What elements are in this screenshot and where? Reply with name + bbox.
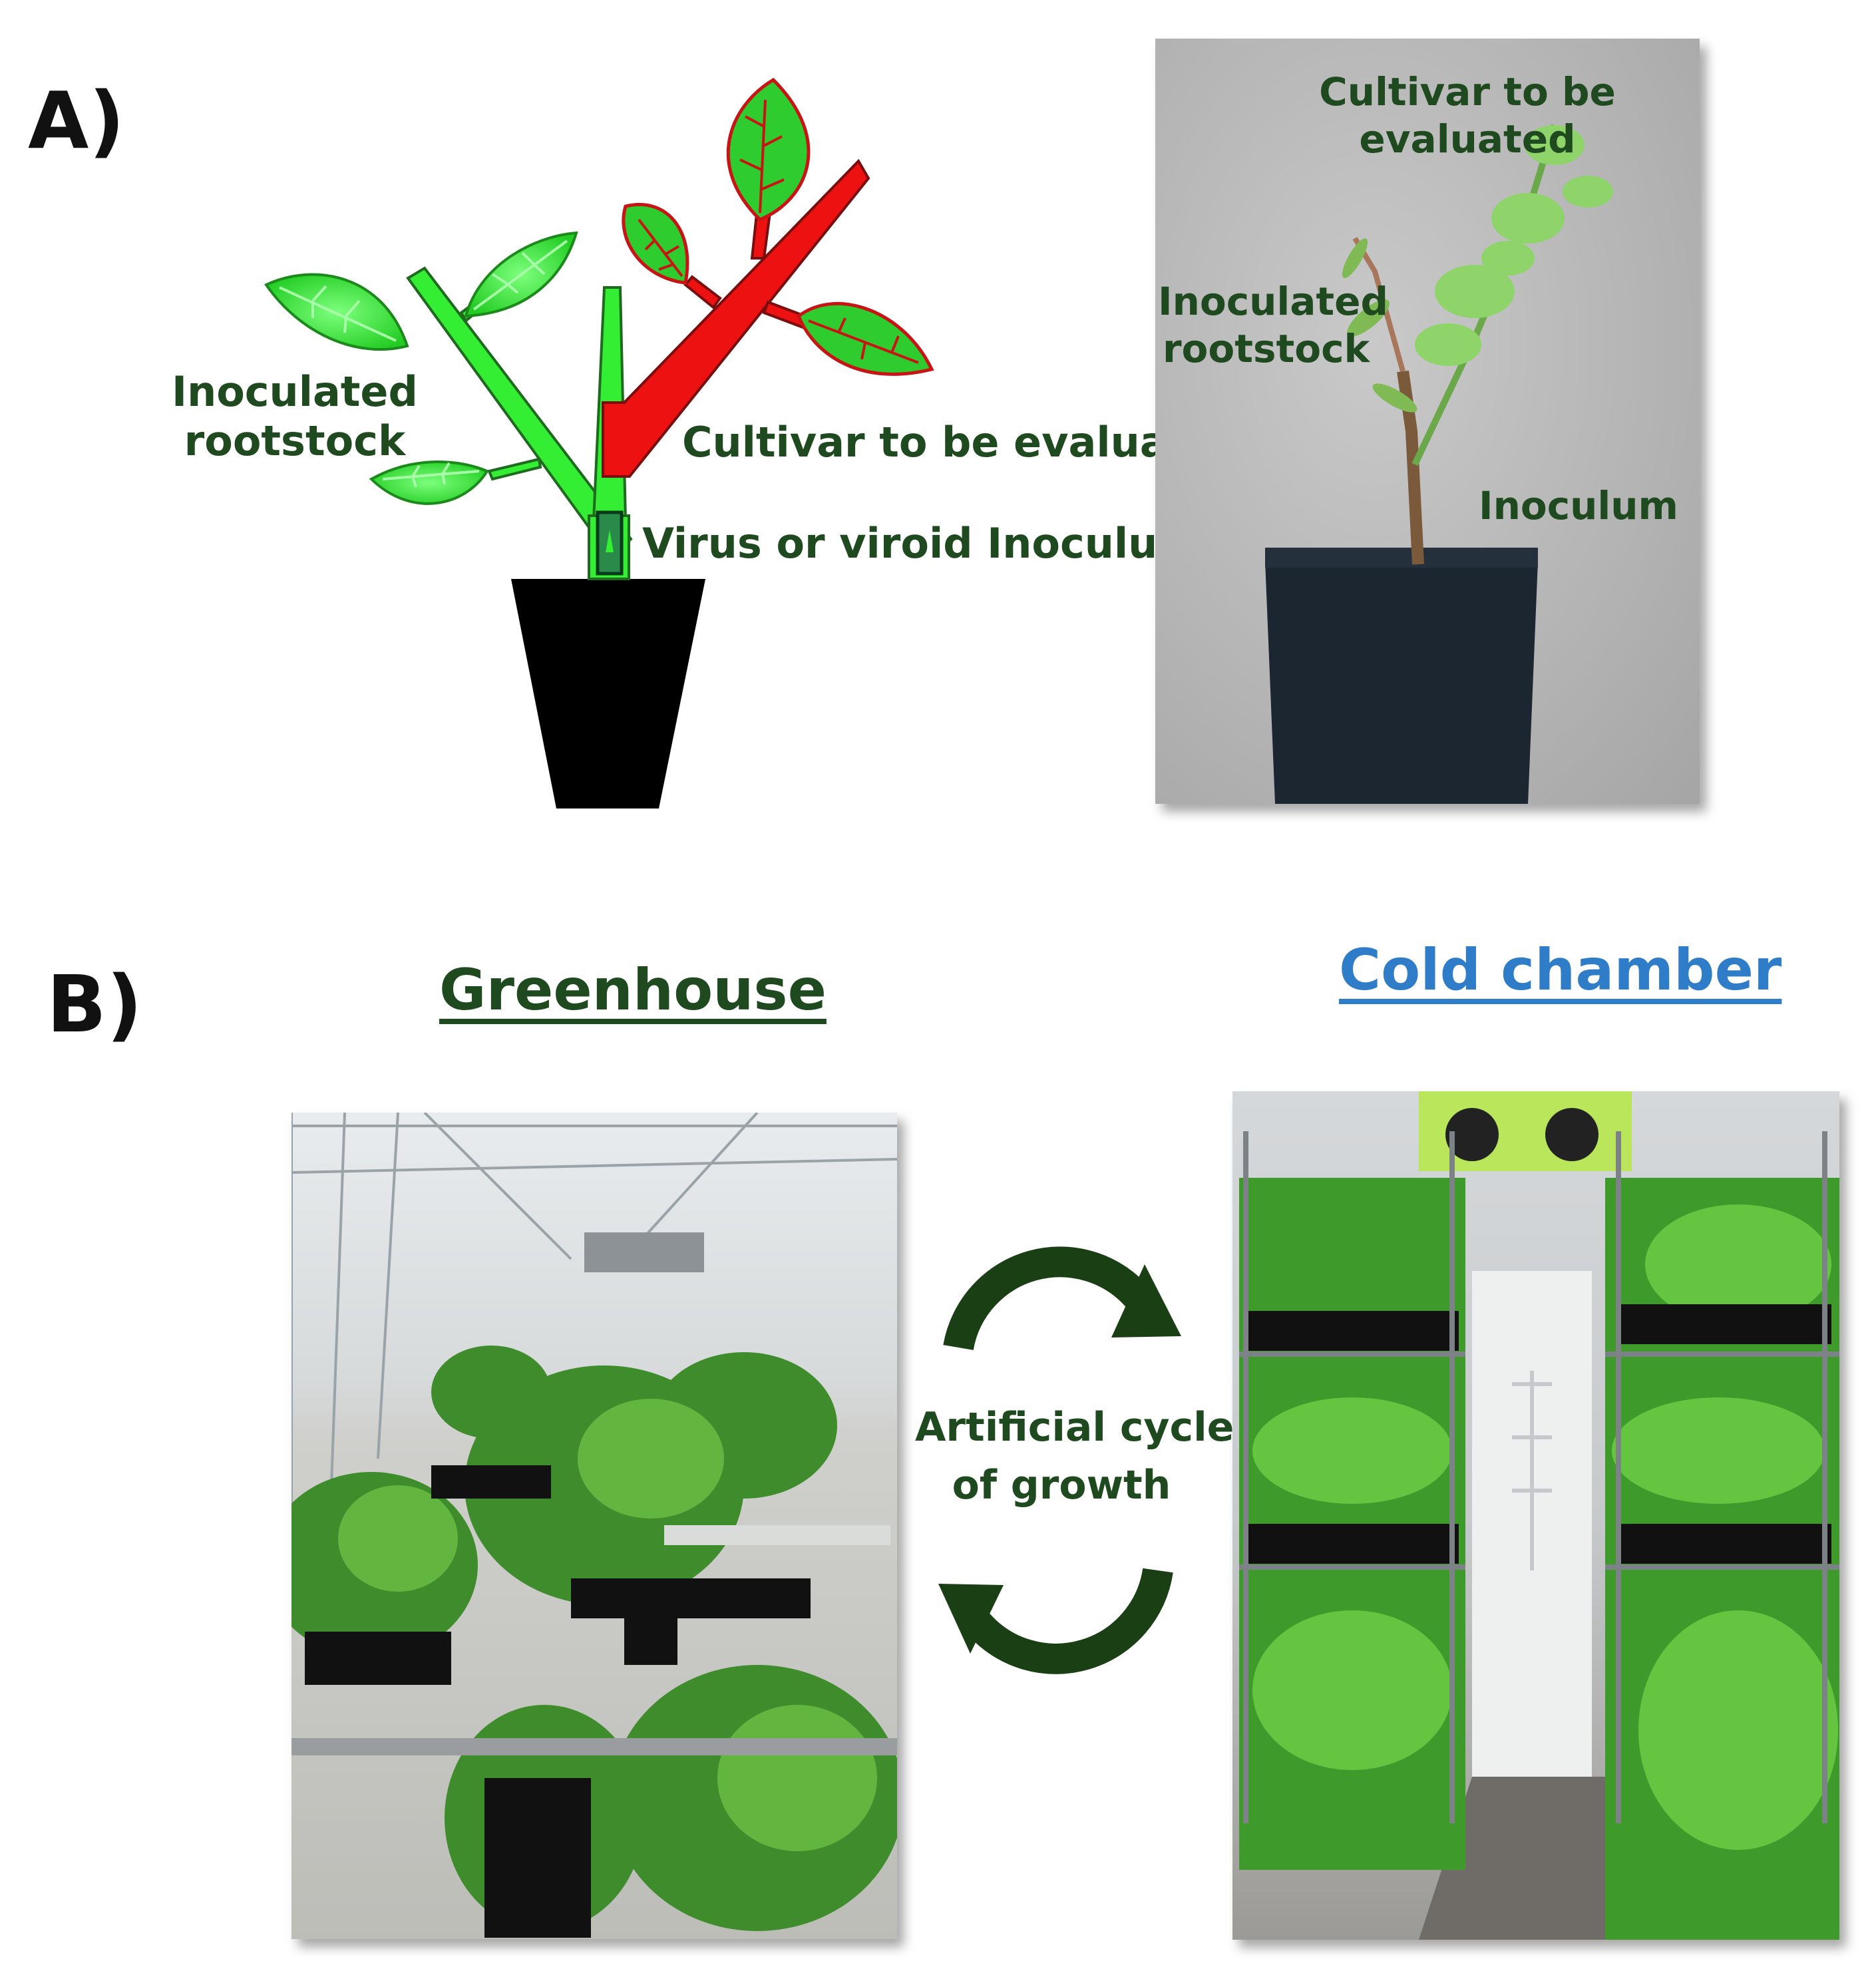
- greenhouse-photo: [291, 1113, 897, 1939]
- rootstock-stem: [1397, 370, 1424, 565]
- photo-rootstock-label: Inoculated rootstock: [1158, 278, 1388, 373]
- grafted-plant-illustration: [1265, 124, 1613, 804]
- cycle-label-line2: of growth: [952, 1462, 1171, 1509]
- pot: [511, 579, 705, 808]
- panel-b-label: B): [47, 958, 142, 1050]
- photo-pot: [1265, 561, 1538, 804]
- cultivar-branch: [602, 158, 870, 478]
- greenhouse-title: Greenhouse: [439, 957, 827, 1023]
- infection-veins: [638, 99, 919, 364]
- top-arrow-head: [1111, 1264, 1181, 1338]
- cold-chamber-illustration: [1239, 1091, 1839, 1940]
- diagram-inoculum-label: Virus or viroid Inoculum: [642, 519, 1201, 568]
- growth-cycle-arrows: [938, 1246, 1181, 1674]
- diagram-rootstock-label-line2: rootstock: [184, 417, 406, 466]
- photo-cultivar-label-line2: evaluated: [1359, 116, 1576, 162]
- diagram-cultivar-label: Cultivar to be evaluated: [682, 418, 1245, 466]
- diagram-rootstock-label-line1: Inoculated: [172, 367, 418, 416]
- grafting-diagram: [264, 77, 934, 808]
- cycle-label-line1: Artificial cycles: [915, 1404, 1258, 1451]
- grafted-plant-photo: [1155, 39, 1700, 804]
- cold-chamber-title: Cold chamber: [1339, 937, 1782, 1003]
- cycle-label: Artificial cycles of growth: [915, 1399, 1258, 1515]
- photo-cultivar-label: Cultivar to be evaluated: [1301, 69, 1634, 163]
- photo-leaves: [1415, 125, 1613, 366]
- photo-inoculum-label: Inoculum: [1479, 483, 1678, 528]
- bottom-arc-arrow: [966, 1568, 1173, 1674]
- top-arc-arrow: [943, 1246, 1150, 1351]
- healthy-leaf-veins: [279, 240, 568, 488]
- panel-a-label: A): [28, 75, 125, 166]
- photo-rootstock-label-line1: Inoculated: [1158, 279, 1388, 324]
- photo-cultivar-label-line1: Cultivar to be: [1319, 69, 1616, 114]
- diagram-rootstock-label: Inoculated rootstock: [172, 367, 418, 466]
- cold-chamber-photo: [1232, 1091, 1839, 1940]
- infected-leaves: [622, 77, 934, 376]
- bottom-arrow-head: [938, 1584, 1004, 1654]
- photo-rootstock-label-line2: rootstock: [1162, 325, 1370, 371]
- greenhouse-illustration: [291, 1113, 897, 1938]
